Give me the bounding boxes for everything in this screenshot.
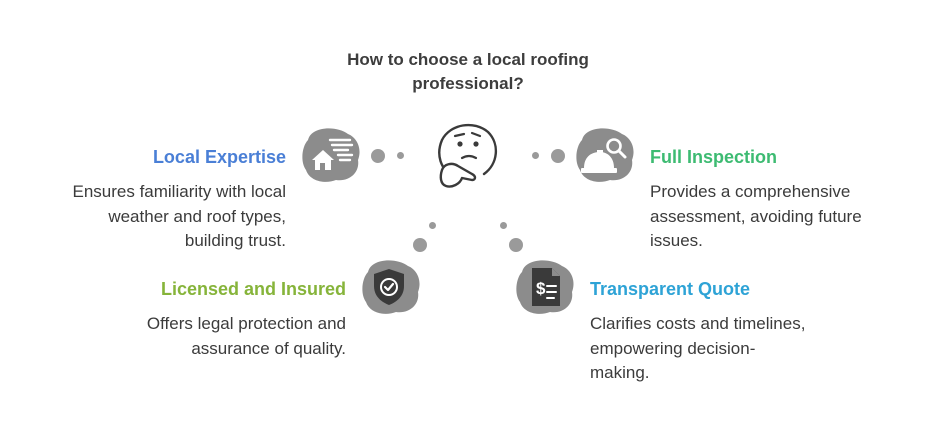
transparent-quote-description: Clarifies costs and timelines, empowerin…	[590, 314, 806, 382]
shield-check-icon	[362, 260, 420, 314]
local-expertise-description: Ensures familiarity with local weather a…	[72, 182, 286, 250]
diagram-title: How to choose a local roofing profession…	[347, 50, 589, 93]
licensed-insured-heading: Licensed and Insured	[160, 279, 346, 299]
connector-dot	[413, 238, 427, 252]
connector-dot	[429, 222, 436, 229]
connector-dot	[371, 149, 385, 163]
house-wind-icon	[302, 128, 360, 182]
connector-dot	[500, 222, 507, 229]
licensed-insured-description: Offers legal protection and assurance of…	[146, 314, 346, 358]
svg-text:$: $	[536, 279, 546, 298]
dollar-document-icon: $	[516, 260, 574, 314]
connector-dot	[551, 149, 565, 163]
connector-dot	[532, 152, 539, 159]
connector-dot	[397, 152, 404, 159]
full-inspection-heading: Full Inspection	[650, 147, 778, 167]
transparent-quote-heading: Transparent Quote	[590, 279, 751, 299]
local-expertise-heading: Local Expertise	[152, 147, 286, 167]
full-inspection-description: Provides a comprehensive assessment, avo…	[650, 182, 862, 250]
thinking-face-icon	[438, 123, 497, 188]
connector-dot	[509, 238, 523, 252]
hardhat-magnifier-icon	[576, 128, 634, 182]
